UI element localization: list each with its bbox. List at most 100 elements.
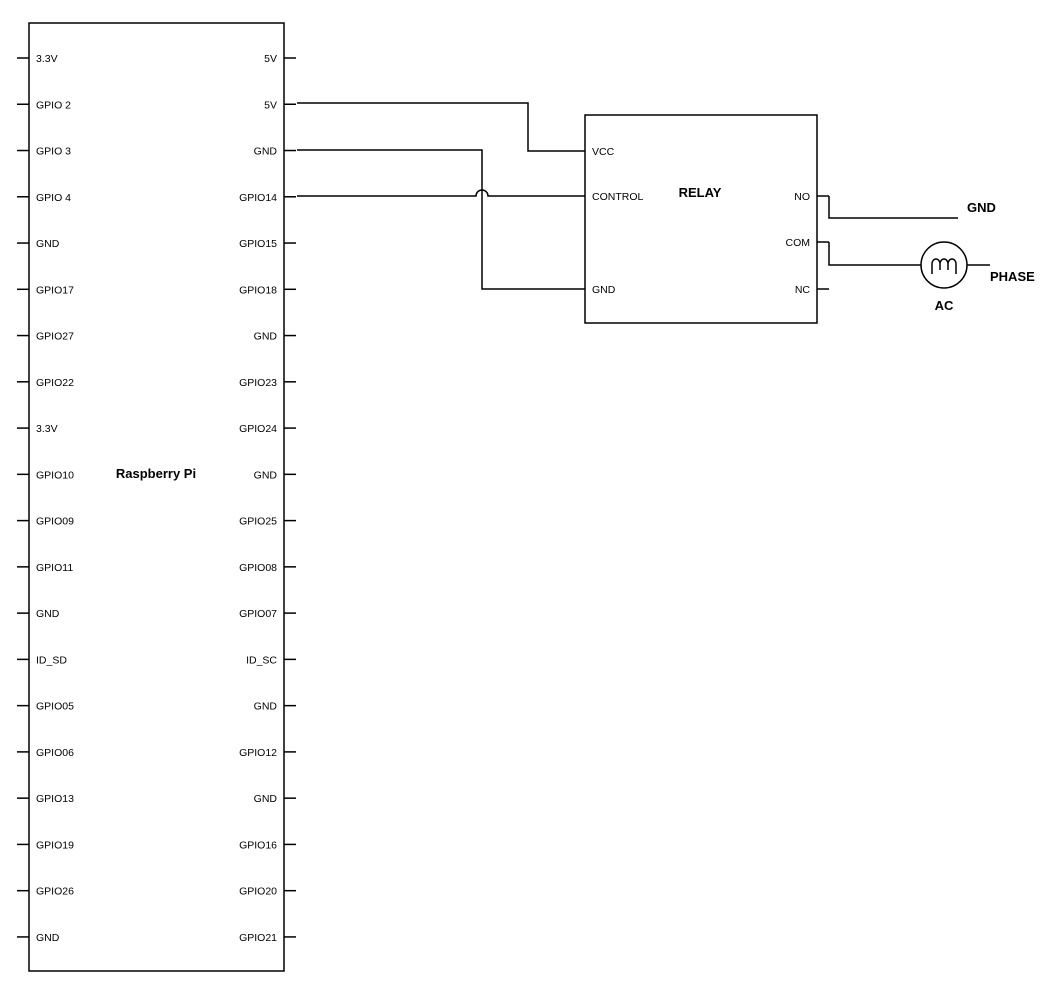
relay-right-pin-label: NC — [795, 284, 811, 296]
pi-right-pin-gpio08: GPIO08 — [239, 562, 296, 574]
pi-left-pin-gnd: GND — [17, 238, 60, 250]
pi-right-pin-gpio21: GPIO21 — [239, 932, 296, 944]
pi-left-pin-label: GPIO22 — [36, 377, 74, 389]
wire-5v-to-vcc — [297, 102, 573, 152]
pi-left-pin-label: GPIO27 — [36, 331, 74, 343]
pi-left-pin-label: GPIO13 — [36, 793, 74, 805]
pi-left-pin-gpio-3: GPIO 3 — [17, 146, 71, 158]
pi-right-pin-gpio25: GPIO25 — [239, 516, 296, 528]
relay-left-pin-label: VCC — [592, 146, 615, 158]
pi-right-pin-5v: 5V — [264, 53, 296, 65]
pi-left-pin-gpio17: GPIO17 — [17, 284, 74, 296]
pi-left-pin-label: ID_SD — [36, 654, 67, 666]
pi-right-pin-gpio23: GPIO23 — [239, 377, 296, 389]
pi-right-pin-label: GND — [254, 331, 278, 343]
pi-left-pin-gpio13: GPIO13 — [17, 793, 74, 805]
relay-right-pin-nc: NC — [795, 284, 829, 296]
ac-coil-icon — [931, 258, 957, 274]
pi-right-pin-label: GND — [254, 793, 278, 805]
relay-right-pin-label: COM — [786, 237, 811, 249]
relay-module: RELAY VCC CONTROL GND NO COM NC — [573, 114, 829, 324]
raspberry-pi-body — [28, 22, 285, 972]
raspberry-pi-left-pins: 3.3V GPIO 2 GPIO 3 GPIO 4 GND GPIO17GPIO27GPI… — [17, 53, 74, 944]
pi-right-pin-gpio24: GPIO24 — [239, 423, 296, 435]
wire-gpio14-to-control — [297, 189, 573, 197]
pi-right-pin-5v: 5V — [264, 99, 296, 111]
pi-left-pin-gpio-4: GPIO 4 — [17, 192, 71, 204]
pi-left-pin-gpio09: GPIO09 — [17, 516, 74, 528]
pi-left-pin-label: GND — [36, 932, 60, 944]
pi-left-pin-label: GPIO09 — [36, 516, 74, 528]
ac-label: AC — [935, 298, 954, 313]
pi-right-pin-gnd: GND — [254, 793, 296, 805]
pi-right-pin-label: GPIO12 — [239, 747, 277, 759]
pi-left-pin-label: GPIO19 — [36, 839, 74, 851]
wire-gnd-to-gnd — [297, 149, 573, 290]
pi-left-pin-label: GPIO 4 — [36, 192, 71, 204]
pi-left-pin-label: GPIO17 — [36, 284, 74, 296]
pi-left-pin-gpio27: GPIO27 — [17, 331, 74, 343]
pi-left-pin-gpio22: GPIO22 — [17, 377, 74, 389]
relay-title: RELAY — [679, 185, 722, 200]
pi-right-pin-label: GPIO21 — [239, 932, 277, 944]
pi-left-pin-label: GND — [36, 238, 60, 250]
pi-left-pin-gpio19: GPIO19 — [17, 839, 74, 851]
raspberry-pi-right-pins: 5V5VGNDGPIO14GPIO15GPIO18GNDGPIO23GPIO24… — [239, 53, 296, 944]
pi-right-pin-label: 5V — [264, 53, 277, 65]
pi-right-pin-gnd: GND — [254, 701, 296, 713]
pi-left-pin-gpio-2: GPIO 2 — [17, 99, 71, 111]
pi-right-pin-label: GPIO14 — [239, 192, 277, 204]
pi-left-pin-gpio26: GPIO26 — [17, 886, 74, 898]
pi-left-pin-label: GPIO06 — [36, 747, 74, 759]
pi-right-pin-gpio07: GPIO07 — [239, 608, 296, 620]
relay-right-pin-com: COM — [786, 237, 829, 249]
pi-right-pin-gpio16: GPIO16 — [239, 839, 296, 851]
pi-left-pin-label: 3.3V — [36, 53, 58, 65]
pi-left-pin-label: GND — [36, 608, 60, 620]
pi-left-pin-id-sd: ID_SD — [17, 654, 67, 666]
wires-relay-outputs — [828, 196, 990, 266]
pi-left-pin-label: GPIO11 — [36, 562, 73, 574]
pi-right-pin-label: GPIO24 — [239, 423, 277, 435]
pi-right-pin-label: GPIO18 — [239, 284, 277, 296]
pi-right-pin-label: GND — [254, 469, 278, 481]
relay-left-pin-label: GND — [592, 284, 616, 296]
pi-left-pin-label: GPIO 3 — [36, 146, 71, 158]
relay-left-pin-vcc: VCC — [573, 146, 615, 158]
pi-right-pin-gpio15: GPIO15 — [239, 238, 296, 250]
pi-right-pin-label: ID_SC — [246, 654, 277, 666]
pi-right-pin-gnd: GND — [254, 331, 296, 343]
pi-right-pin-label: GPIO08 — [239, 562, 277, 574]
pi-right-pin-gnd: GND — [254, 469, 296, 481]
pi-left-pin-gnd: GND — [17, 932, 60, 944]
pi-right-pin-label: GPIO23 — [239, 377, 277, 389]
pi-right-pin-gpio20: GPIO20 — [239, 886, 296, 898]
wire-no-to-gnd — [828, 196, 958, 219]
ac-load: AC — [920, 241, 968, 313]
pi-right-pin-gpio18: GPIO18 — [239, 284, 296, 296]
relay-body — [584, 114, 818, 324]
ac-load-circle — [920, 241, 968, 289]
pi-right-pin-id-sc: ID_SC — [246, 654, 296, 666]
gnd-terminal-label: GND — [967, 200, 996, 215]
pi-left-pin-label: 3.3V — [36, 423, 58, 435]
pi-left-pin-gnd: GND — [17, 608, 60, 620]
pi-left-pin-label: GPIO10 — [36, 469, 74, 481]
pi-left-pin-label: GPIO 2 — [36, 99, 71, 111]
pi-right-pin-label: GPIO25 — [239, 516, 277, 528]
pi-right-pin-label: GND — [254, 701, 278, 713]
pi-left-pin-3-3v: 3.3V — [17, 53, 58, 65]
pi-right-pin-label: GND — [254, 146, 278, 158]
wires-pi-to-relay — [297, 102, 573, 290]
relay-left-pins: VCC CONTROL GND — [573, 146, 643, 296]
relay-right-pin-label: NO — [794, 191, 810, 203]
pi-left-pin-gpio11: GPIO11 — [17, 562, 73, 574]
pi-right-pin-gnd: GND — [254, 146, 296, 158]
pi-right-pin-gpio14: GPIO14 — [239, 192, 296, 204]
relay-left-pin-label: CONTROL — [592, 191, 643, 203]
relay-left-pin-control: CONTROL — [573, 191, 643, 203]
pi-right-pin-label: GPIO07 — [239, 608, 277, 620]
pi-left-pin-3-3v: 3.3V — [17, 423, 58, 435]
pi-right-pin-label: GPIO16 — [239, 839, 277, 851]
